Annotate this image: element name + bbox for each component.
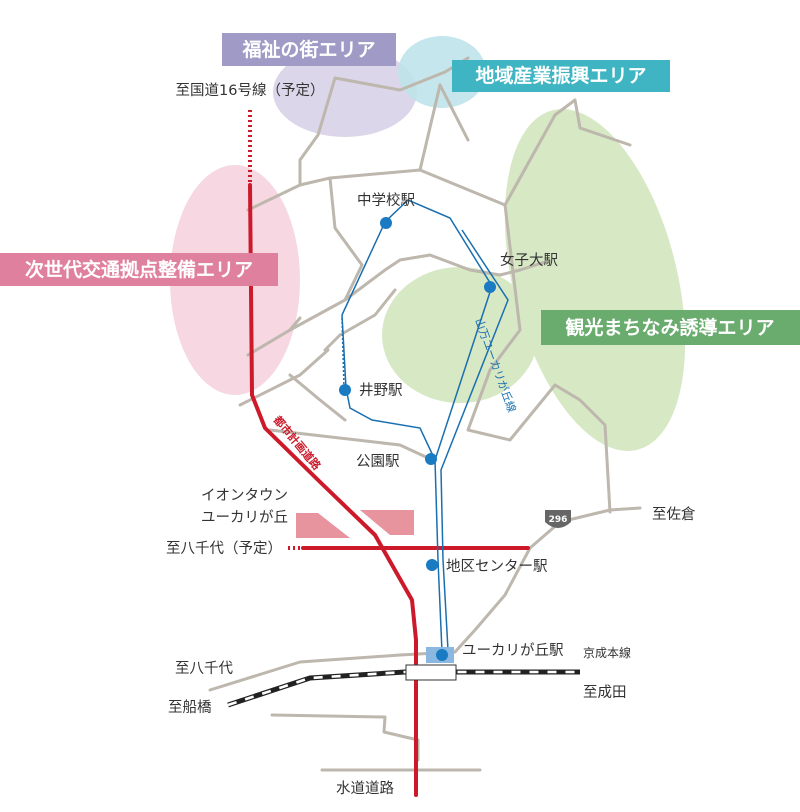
hub-area-label: 次世代交通拠点整備エリア [25, 258, 253, 281]
station-joshidai-label: 女子大駅 [500, 251, 558, 269]
dest-yachiyo-label: 至八千代 [175, 660, 233, 677]
station-labels: 中学校駅 女子大駅 井野駅 公園駅 地区センター駅 ユーカリが丘駅 京成本線 [356, 192, 631, 660]
station-ino-dot[interactable] [339, 384, 351, 396]
station-chugakko-label: 中学校駅 [357, 192, 415, 209]
tourism-area-label: 観光まちなみ誘導エリア [565, 316, 774, 339]
industry-area-label: 地域産業振興エリア [475, 64, 646, 87]
destination-labels: 至国道16号線（予定） 至佐倉 至八千代（予定） 至八千代 至船橋 至成田 水道… [166, 82, 696, 797]
station-chugakko-dot[interactable] [380, 217, 392, 229]
station-joshidai-dot[interactable] [484, 281, 496, 293]
station-koen-dot[interactable] [425, 453, 437, 465]
dest-funabashi-label: 至船橋 [168, 699, 212, 716]
station-ino-label: 井野駅 [359, 382, 403, 399]
station-koen-label: 公園駅 [356, 454, 400, 470]
dest-yachiyo-planned-label: 至八千代（予定） [166, 540, 282, 557]
area-zones [170, 36, 686, 451]
route-296-label: 296 [549, 515, 568, 525]
aeon-label-line1: イオンタウン [201, 487, 288, 504]
aeon-town-label: イオンタウン ユーカリが丘 [201, 487, 288, 526]
welfare-label-box [222, 33, 396, 66]
dest-water-road-label: 水道道路 [336, 780, 394, 797]
dest-route16-label: 至国道16号線（予定） [176, 82, 325, 99]
keisei-line-label: 京成本線 [583, 645, 631, 660]
keisei-station-building [405, 664, 457, 681]
dest-narita-label: 至成田 [583, 684, 627, 701]
area-labels: 福祉の街エリア 地域産業振興エリア 次世代交通拠点整備エリア 観光まちなみ誘導エ… [0, 33, 800, 345]
station-yukarigaoka-label: ユーカリが丘駅 [462, 642, 564, 659]
route-296-shield: 296 [545, 510, 571, 528]
stations [339, 217, 496, 681]
industry-label-box [452, 60, 670, 92]
monorail-line [341, 199, 509, 653]
green-center-zone [382, 267, 538, 403]
aeon-label-line2: ユーカリが丘 [201, 509, 288, 526]
tourism-zone [504, 109, 686, 451]
red-roads [248, 183, 530, 797]
station-chiku-center-dot[interactable] [426, 559, 438, 571]
tourism-label-box [541, 310, 800, 345]
welfare-area-label: 福祉の街エリア [241, 38, 375, 61]
aeon-town-blocks [296, 510, 414, 538]
welfare-zone [273, 47, 417, 137]
local-roads [208, 56, 642, 772]
station-yukarigaoka-dot[interactable] [436, 649, 448, 661]
hub-label-box [0, 253, 278, 286]
keisei-main-line [227, 669, 580, 708]
station-chiku-center-label: 地区センター駅 [446, 558, 548, 575]
dest-sakura-label: 至佐倉 [652, 506, 696, 523]
